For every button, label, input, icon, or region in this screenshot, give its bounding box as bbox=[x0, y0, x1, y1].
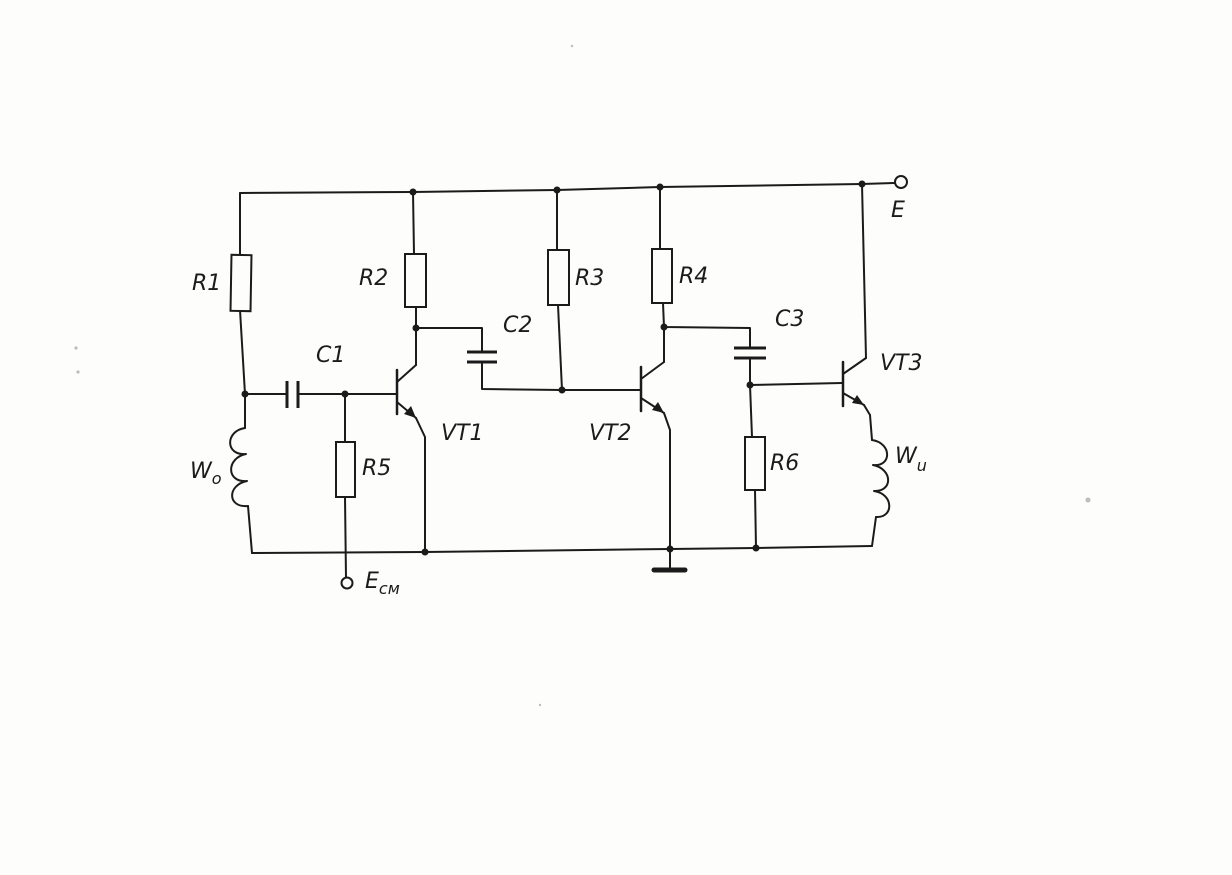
scan-specks bbox=[74, 44, 1091, 707]
r2-wire bbox=[412, 191, 483, 353]
transistor-vt1 bbox=[395, 364, 417, 419]
r5-wire bbox=[344, 393, 347, 579]
supply-terminal-e bbox=[894, 175, 908, 189]
c3-lower-wire bbox=[749, 357, 843, 386]
label-ecm-sub: см bbox=[379, 579, 400, 598]
label-r3: R3 bbox=[575, 266, 604, 291]
label-ecm: Eсм bbox=[365, 569, 400, 598]
resistor-r5 bbox=[335, 441, 356, 498]
c2-lower-wire bbox=[481, 361, 641, 391]
resistors bbox=[229, 248, 766, 498]
r4-wire bbox=[659, 186, 751, 349]
label-w0: Wo bbox=[190, 459, 222, 488]
label-vt2: VT2 bbox=[589, 421, 632, 446]
vt1-emitter-wire bbox=[415, 417, 426, 553]
transistor-vt3 bbox=[841, 357, 867, 408]
resistor-r4 bbox=[651, 248, 673, 304]
resistor-r3 bbox=[547, 249, 570, 306]
inductor-wu bbox=[871, 439, 891, 519]
label-r1: R1 bbox=[192, 271, 221, 296]
supply-rail-wire bbox=[239, 182, 896, 194]
transistor-vt2 bbox=[639, 361, 665, 414]
capacitor-c3 bbox=[734, 346, 766, 360]
label-w0-sub: o bbox=[212, 469, 222, 488]
component-labels: E R1 R2 R3 R4 R5 R6 C1 C2 C3 VT1 VT2 VT3… bbox=[190, 198, 927, 598]
transistors bbox=[395, 357, 867, 419]
label-r4: R4 bbox=[679, 264, 708, 289]
capacitor-c1 bbox=[285, 381, 300, 408]
wu-wire bbox=[871, 516, 877, 547]
resistor-r1 bbox=[229, 253, 253, 313]
r6-wire bbox=[749, 384, 757, 549]
r3-wire bbox=[556, 189, 563, 391]
vt3-collector-wire bbox=[861, 183, 867, 359]
capacitors bbox=[285, 346, 766, 408]
label-vt3: VT3 bbox=[880, 351, 923, 376]
resistor-r6 bbox=[744, 436, 766, 491]
label-c1: C1 bbox=[316, 343, 345, 368]
bias-terminal-ecm bbox=[340, 576, 354, 590]
inductor-w0 bbox=[229, 427, 249, 508]
label-r2: R2 bbox=[359, 266, 388, 291]
label-wu: Wu bbox=[895, 444, 927, 475]
wires bbox=[239, 182, 896, 579]
w0-wire bbox=[244, 393, 253, 554]
capacitor-c2 bbox=[467, 350, 497, 364]
label-wu-sub: u bbox=[917, 456, 927, 475]
inductors bbox=[229, 427, 891, 519]
label-r6: R6 bbox=[770, 451, 799, 476]
vt3-emitter-wire bbox=[863, 404, 873, 441]
label-c2: C2 bbox=[503, 313, 532, 338]
label-r5: R5 bbox=[362, 456, 391, 481]
vt2-emitter-wire bbox=[663, 412, 671, 569]
resistor-r2 bbox=[404, 253, 427, 308]
junction-dots bbox=[241, 180, 866, 556]
label-c3: C3 bbox=[775, 307, 804, 332]
r1-wire bbox=[239, 192, 246, 395]
label-e: E bbox=[891, 198, 905, 223]
label-vt1: VT1 bbox=[441, 421, 484, 446]
